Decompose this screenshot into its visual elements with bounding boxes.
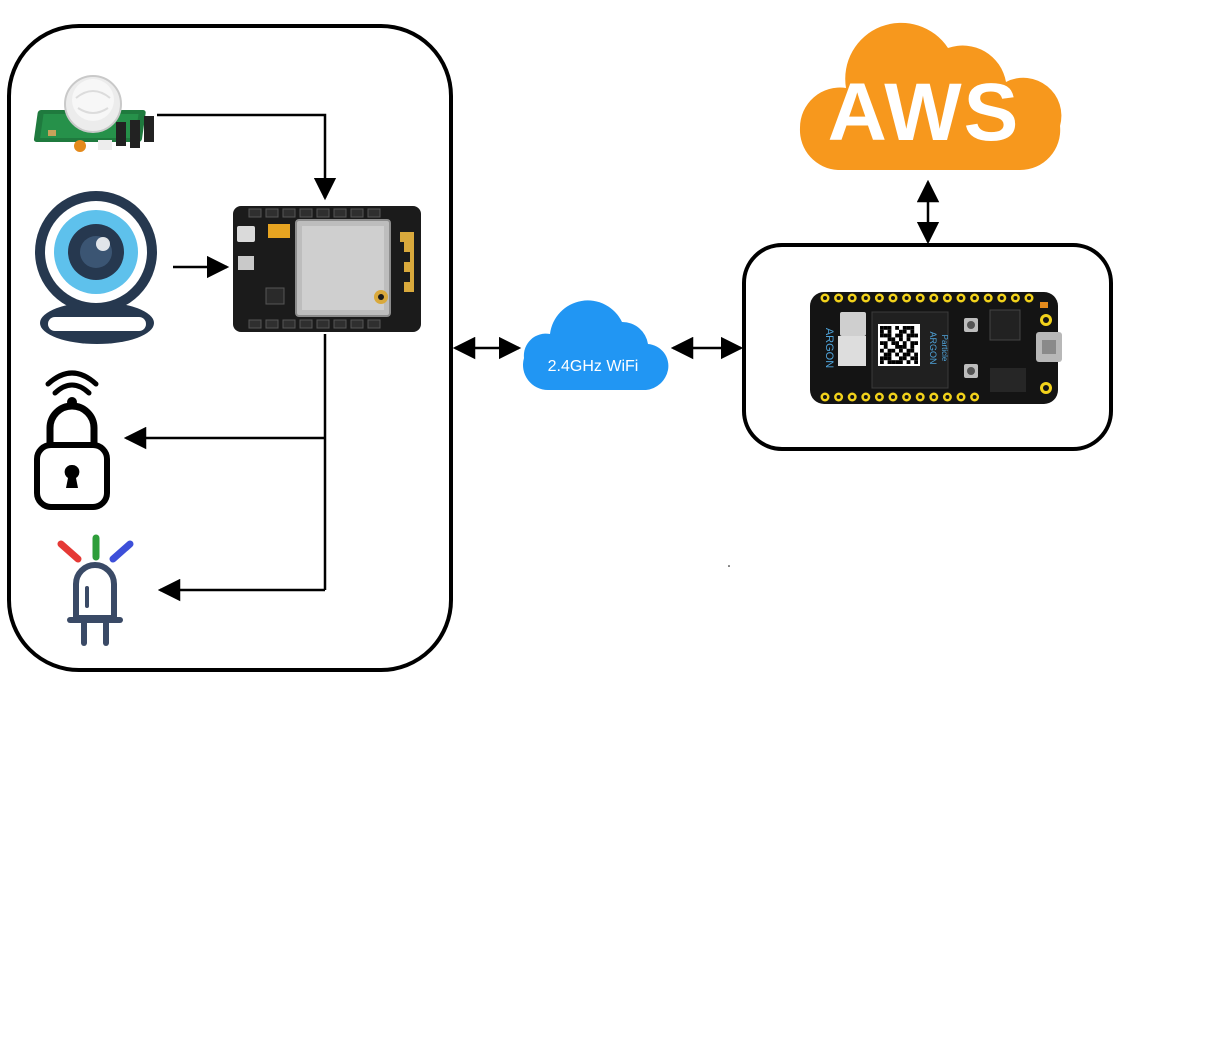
rgb-led-icon bbox=[57, 534, 134, 646]
wifi-cloud: 2.4GHz WiFi bbox=[523, 300, 669, 390]
argon-silk-label: ARGON bbox=[823, 328, 835, 368]
aws-cloud: AWS bbox=[799, 22, 1062, 171]
particle-argon-board: ARGON ARGON Particle bbox=[810, 292, 1062, 404]
esp32-cam-board bbox=[233, 206, 421, 332]
pir-sensor-icon bbox=[33, 75, 154, 152]
particle-brand-label: Particle bbox=[940, 335, 949, 362]
gateway-container bbox=[742, 243, 1113, 451]
wifi-label: 2.4GHz WiFi bbox=[548, 358, 639, 375]
edge-node-container bbox=[7, 24, 453, 672]
stray-dot bbox=[728, 565, 730, 567]
pir-to-esp32-arrow bbox=[157, 113, 337, 201]
aws-label: AWS bbox=[828, 67, 1021, 158]
wifi-lock-icon bbox=[34, 370, 110, 510]
argon-chip-label: ARGON bbox=[928, 331, 938, 364]
webcam-icon bbox=[35, 191, 157, 344]
